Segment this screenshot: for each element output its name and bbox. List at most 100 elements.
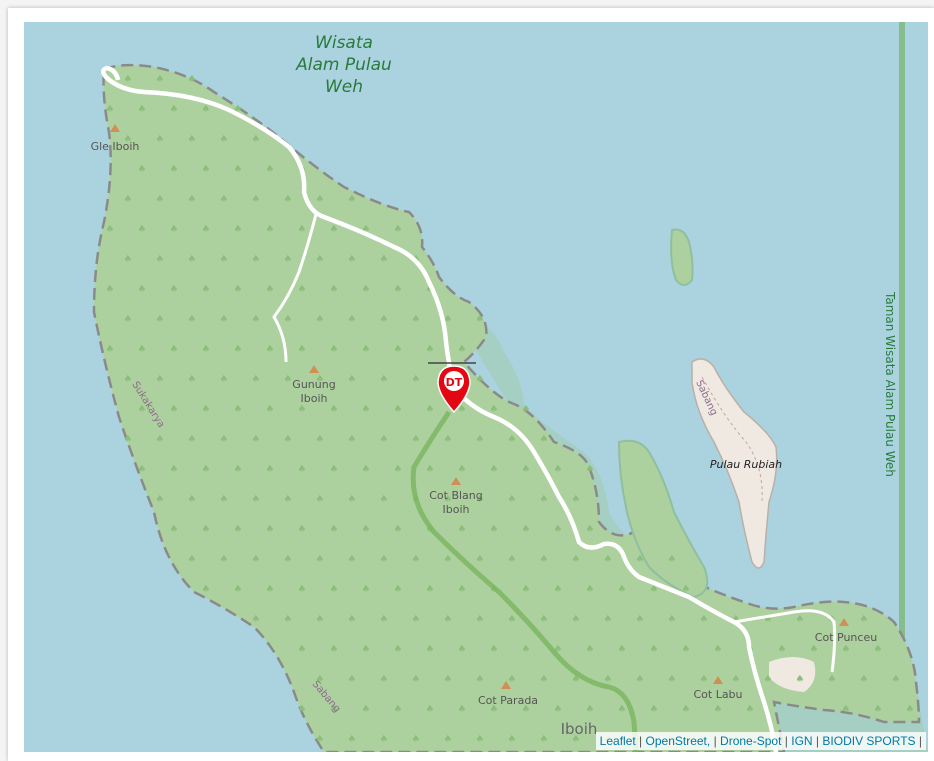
- tree-glyph: ♠: [394, 704, 403, 715]
- tree-glyph: ♠: [138, 284, 147, 295]
- attribution-link-openstreet[interactable]: OpenStreet,: [645, 734, 711, 748]
- tree-glyph: ♠: [234, 584, 243, 595]
- tree-glyph: ♠: [554, 584, 563, 595]
- tree-glyph: ♠: [156, 374, 165, 385]
- tree-glyph: ♠: [394, 584, 403, 595]
- peak-label: Cot Labu: [693, 688, 742, 701]
- tree-glyph: ♠: [234, 284, 243, 295]
- tree-glyph: ♠: [636, 554, 645, 565]
- island-path: [701, 376, 763, 503]
- tree-glyph: ♠: [330, 224, 339, 235]
- tree-glyph: ♠: [668, 674, 677, 685]
- peak-label: Cot Parada: [478, 694, 538, 707]
- tree-glyph: ♠: [124, 434, 133, 445]
- peak-cot-parada[interactable]: Cot Parada: [478, 681, 538, 707]
- attribution-link-ign[interactable]: IGN: [791, 734, 813, 748]
- tree-glyph: ♠: [458, 644, 467, 655]
- tree-glyph: ♠: [540, 674, 549, 685]
- tree-glyph: ♠: [188, 494, 197, 505]
- map-viewport[interactable]: ♠ ♠ ♠ ♠ ♠ ♠ ♠ ♠ ♠ ♠ ♠ ♠ ♠ ♠ ♠ ♠ ♠ ♠ ♠ ♠ ♠ ♠ ♠ ♠ ♠ ♠ ♠ ♠ ♠ ♠ ♠ ♠ ♠ ♠ ♠ ♠ ♠ ♠ ♠ ♠…: [24, 22, 928, 752]
- peak-cot-labu[interactable]: Cot Labu: [693, 676, 743, 701]
- tree-glyph: ♠: [124, 134, 133, 145]
- tree-glyph: ♠: [412, 374, 421, 385]
- tree-glyph: ♠: [444, 734, 453, 745]
- tree-glyph: ♠: [476, 674, 485, 685]
- tree-glyph: ♠: [202, 284, 211, 295]
- marker-disc: [444, 371, 464, 391]
- tree-glyph: ♠: [394, 344, 403, 355]
- tree-glyph: ♠: [188, 134, 197, 145]
- map-pin-icon[interactable]: DT: [428, 362, 476, 414]
- tree-glyph: ♠: [508, 674, 517, 685]
- tree-glyph: ♠: [682, 584, 691, 595]
- tree-glyph: ♠: [508, 494, 517, 505]
- tree-glyph: ♠: [316, 194, 325, 205]
- tree-glyph: ♠: [316, 494, 325, 505]
- tree-glyph: ♠: [700, 614, 709, 625]
- tree-glyph: ♠: [426, 464, 435, 475]
- attribution-link-biodiv-sports[interactable]: BIODIV SPORTS: [822, 734, 916, 748]
- tree-glyph: ♠: [284, 314, 293, 325]
- tree-glyph: ♠: [202, 464, 211, 475]
- tree-glyph: ♠: [746, 704, 755, 715]
- tree-glyph: ♠: [394, 464, 403, 475]
- tree-glyph: ♠: [892, 674, 901, 685]
- park-label-line-3: Weh: [325, 77, 363, 97]
- attribution-link-drone-spot[interactable]: Drone-Spot: [720, 734, 782, 748]
- tree-glyph: ♠: [316, 734, 325, 745]
- harbor-area: [769, 657, 816, 692]
- tree-glyph: ♠: [604, 674, 613, 685]
- tree-glyph: ♠: [380, 254, 389, 265]
- peak-icon: [110, 124, 120, 132]
- road-end-loop: [101, 65, 121, 81]
- tree-glyph: ♠: [202, 584, 211, 595]
- tree-glyph: ♠: [202, 524, 211, 535]
- tree-glyph: ♠: [348, 734, 357, 745]
- tree-glyph: ♠: [124, 374, 133, 385]
- tree-glyph: ♠: [476, 614, 485, 625]
- tree-glyph: ♠: [554, 644, 563, 655]
- tree-glyph: ♠: [476, 434, 485, 445]
- tree-glyph: ♠: [284, 374, 293, 385]
- tree-glyph: ♠: [156, 134, 165, 145]
- tree-glyph: ♠: [508, 434, 517, 445]
- tree-glyph: ♠: [490, 644, 499, 655]
- tree-glyph: ♠: [362, 284, 371, 295]
- tree-glyph: ♠: [490, 704, 499, 715]
- tree-glyph: ♠: [586, 464, 595, 475]
- tree-glyph: ♠: [252, 314, 261, 325]
- tree-glyph: ♠: [458, 404, 467, 415]
- tree-glyph: ♠: [764, 674, 773, 685]
- tree-glyph: ♠: [234, 224, 243, 235]
- tree-glyph: ♠: [508, 554, 517, 565]
- tree-glyph: ♠: [362, 404, 371, 415]
- tree-glyph: ♠: [394, 224, 403, 235]
- tree-glyph: ♠: [426, 704, 435, 715]
- peak-gunung-iboih[interactable]: Gunung Iboih: [292, 365, 336, 405]
- tree-glyph: ♠: [444, 314, 453, 325]
- map-canvas: ♠ ♠ ♠ ♠ ♠ ♠ ♠ ♠ ♠ ♠ ♠ ♠ ♠ ♠ ♠ ♠ ♠ ♠ ♠ ♠ ♠ ♠ ♠ ♠ ♠ ♠ ♠ ♠ ♠ ♠ ♠ ♠ ♠ ♠ ♠ ♠ ♠ ♠ ♠ ♠…: [24, 22, 928, 752]
- tree-glyph: ♠: [266, 224, 275, 235]
- peak-cot-punceu[interactable]: Cot Punceu: [815, 618, 877, 644]
- tree-glyph: ♠: [362, 344, 371, 355]
- tree-glyph: ♠: [252, 194, 261, 205]
- tree-glyph: ♠: [394, 404, 403, 415]
- tree-glyph: ♠: [330, 344, 339, 355]
- tree-glyph: ♠: [316, 614, 325, 625]
- tree-glyph: ♠: [572, 674, 581, 685]
- attribution-link-leaflet[interactable]: Leaflet: [599, 734, 636, 748]
- tree-glyph: ♠: [266, 404, 275, 415]
- island-label: Pulau Rubiah: [710, 458, 782, 471]
- tree-glyph: ♠: [138, 104, 147, 115]
- tree-glyph: ♠: [412, 554, 421, 565]
- tree-glyph: ♠: [106, 104, 115, 115]
- peak-gle-iboih[interactable]: Gle Iboih: [91, 124, 140, 153]
- tree-glyph: ♠: [476, 314, 485, 325]
- peak-icon: [501, 681, 511, 689]
- tree-glyph: ♠: [490, 404, 499, 415]
- peak-cot-blang-iboih[interactable]: Cot Blang Iboih: [429, 477, 483, 516]
- tree-glyph: ♠: [266, 284, 275, 295]
- tree-glyph: ♠: [714, 704, 723, 715]
- tree-glyph: ♠: [586, 524, 595, 535]
- village-label: Iboih: [561, 720, 598, 738]
